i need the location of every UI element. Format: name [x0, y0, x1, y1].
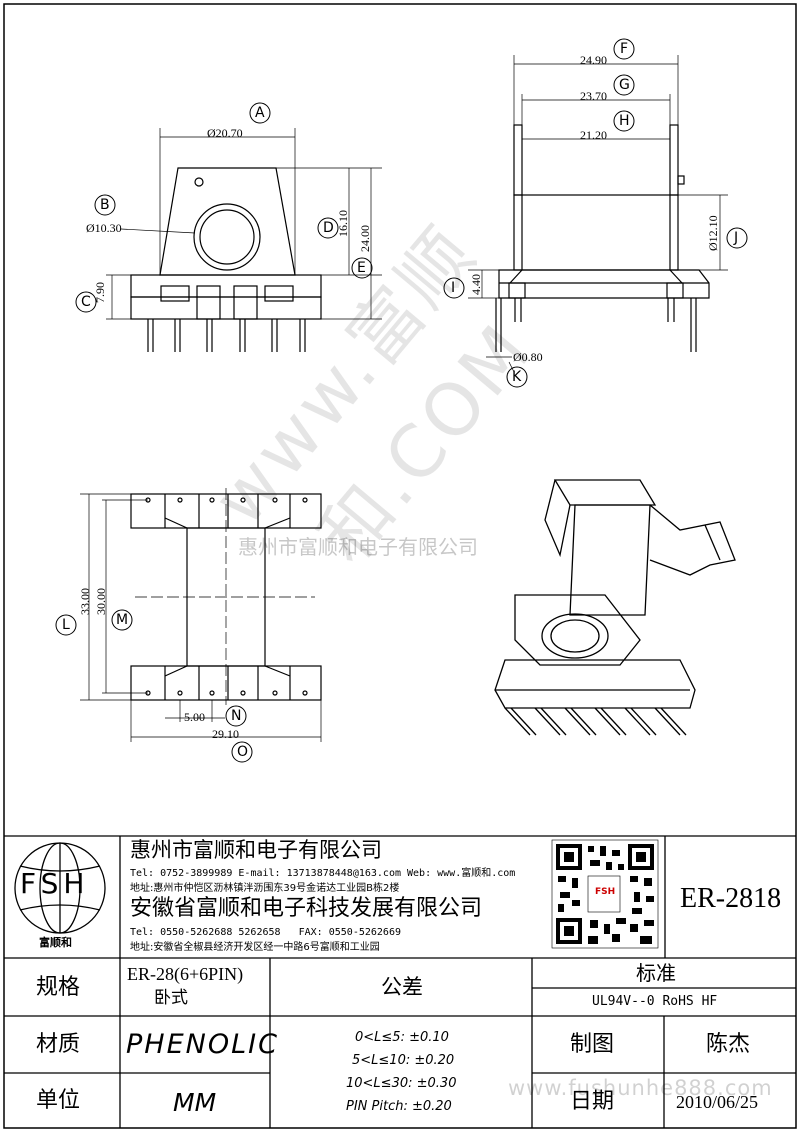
- dim-h: 21.20: [580, 128, 607, 142]
- company2-address: 地址:安徽省全椒县经济开发区经一中路6号富顺和工业园: [130, 942, 380, 953]
- dim-f: 24.90: [580, 53, 607, 67]
- callout-o: O: [237, 744, 249, 760]
- dim-e: 24.00: [358, 225, 372, 252]
- tolerance-1: 0<L≤5: ±0.10: [355, 1030, 449, 1045]
- drawn-label: 制图: [570, 1032, 615, 1057]
- fsh-logo-globe: [14, 842, 106, 934]
- qr-center-label: FSH: [595, 887, 616, 897]
- callout-n: N: [231, 708, 242, 724]
- logo-name: 富顺和: [39, 936, 72, 949]
- drawing-border: [3, 3, 797, 1129]
- date-label: 日期: [570, 1089, 615, 1114]
- tolerance-4: PIN Pitch: ±0.20: [346, 1099, 452, 1114]
- dim-d: 16.10: [336, 210, 350, 237]
- dim-i: 4.40: [469, 274, 483, 295]
- center-watermark: 惠州市富顺和电子有限公司: [238, 535, 478, 559]
- callout-l: L: [62, 617, 70, 633]
- dim-b: Ø10.30: [86, 221, 122, 235]
- callout-m: M: [116, 612, 129, 628]
- drawn-value: 陈杰: [706, 1032, 751, 1057]
- company1-contact: Tel: 0752-3899989 E-mail: 13713878448@16…: [130, 868, 516, 879]
- date-value: 2010/06/25: [676, 1092, 759, 1112]
- dim-m: 30.00: [94, 588, 108, 615]
- bottom-view: [80, 488, 322, 742]
- company2-name: 安徽省富顺和电子科技发展有限公司: [130, 896, 483, 921]
- callout-f: F: [620, 41, 629, 57]
- isometric-view: [494, 479, 736, 736]
- side-view: [468, 55, 728, 373]
- company2-contact: Tel: 0550-5262688 5262658 FAX: 0550-5262…: [130, 927, 401, 938]
- callout-circles: [55, 38, 748, 763]
- company1-name: 惠州市富顺和电子有限公司: [130, 838, 382, 862]
- callout-c: C: [81, 294, 91, 310]
- spec-value: ER-28(6+6PIN): [127, 964, 244, 984]
- dim-k: Ø0.80: [513, 350, 543, 364]
- tolerance-3: 10<L≤30: ±0.30: [346, 1076, 457, 1091]
- standard-label: 标准: [636, 961, 676, 985]
- logo-letters: FSH: [20, 867, 90, 900]
- material-value: PHENOLIC: [126, 1029, 279, 1060]
- callout-d: D: [323, 220, 334, 236]
- callout-k: K: [512, 369, 522, 385]
- dim-j: Ø12.10: [706, 215, 720, 251]
- dim-g: 23.70: [580, 89, 607, 103]
- dim-c: 7.90: [93, 282, 107, 303]
- callout-a: A: [255, 105, 265, 121]
- unit-label: 单位: [36, 1088, 81, 1113]
- tolerance-label: 公差: [381, 975, 423, 999]
- dim-o: 29.10: [212, 727, 239, 741]
- company1-address: 地址:惠州市仲恺区沥林镇泮沥围东39号金诺达工业园B栋2楼: [130, 883, 400, 894]
- material-label: 材质: [36, 1032, 81, 1057]
- callout-e: E: [357, 260, 366, 276]
- qr-code: [551, 839, 659, 949]
- callout-g: G: [619, 77, 630, 93]
- callout-b: B: [100, 197, 110, 213]
- dim-l: 33.00: [78, 588, 92, 615]
- title-block: [4, 835, 796, 1128]
- footer-watermark: www.fushunhe888.com: [508, 1076, 773, 1100]
- part-number: ER-2818: [680, 883, 782, 914]
- callout-h: H: [619, 113, 630, 129]
- callout-j: J: [734, 230, 739, 246]
- spec-label: 规格: [36, 975, 81, 1000]
- front-view: [106, 128, 382, 352]
- dim-a: Ø20.70: [207, 126, 243, 140]
- callout-i: I: [451, 280, 456, 296]
- unit-value: MM: [173, 1088, 217, 1117]
- dim-n: 5.00: [184, 710, 205, 724]
- standard-value: UL94V--0 RoHS HF: [592, 994, 718, 1009]
- tolerance-2: 5<L≤10: ±0.20: [352, 1053, 455, 1068]
- spec-sub: 卧式: [154, 988, 188, 1008]
